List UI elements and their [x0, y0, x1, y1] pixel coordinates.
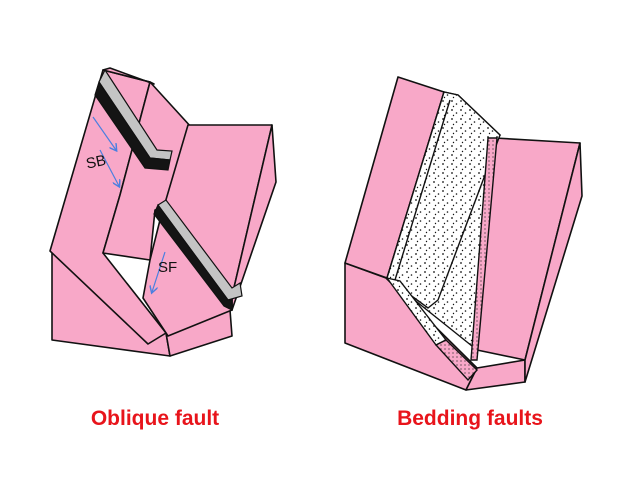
sand-bed [385, 91, 502, 382]
bed-dark-lower [153, 203, 233, 311]
caption-bedding-faults: Bedding faults [397, 407, 543, 430]
left-block-top [102, 67, 155, 85]
arrow-sb-1 [92, 116, 116, 150]
oblique-fault-block [49, 67, 277, 357]
oblique-bedding-layer [94, 68, 243, 311]
bedding-fault-block [344, 76, 583, 391]
bed-dark-upper [94, 80, 171, 171]
caption-oblique-fault: Oblique fault [90, 407, 220, 430]
sand-bed-fault-line [394, 99, 451, 281]
right-right-block-side [524, 142, 583, 383]
arrow-sf [152, 251, 166, 292]
label-sb: SB [85, 152, 108, 173]
sand-bed-step [386, 91, 501, 309]
pink-dotted-strip-lower [434, 339, 478, 382]
slip-arrows [92, 116, 166, 292]
right-slab-front-face [465, 359, 526, 391]
label-sf: SF [158, 259, 177, 276]
arrow-sb-2 [99, 149, 119, 186]
pink-dotted-strip [470, 137, 498, 361]
